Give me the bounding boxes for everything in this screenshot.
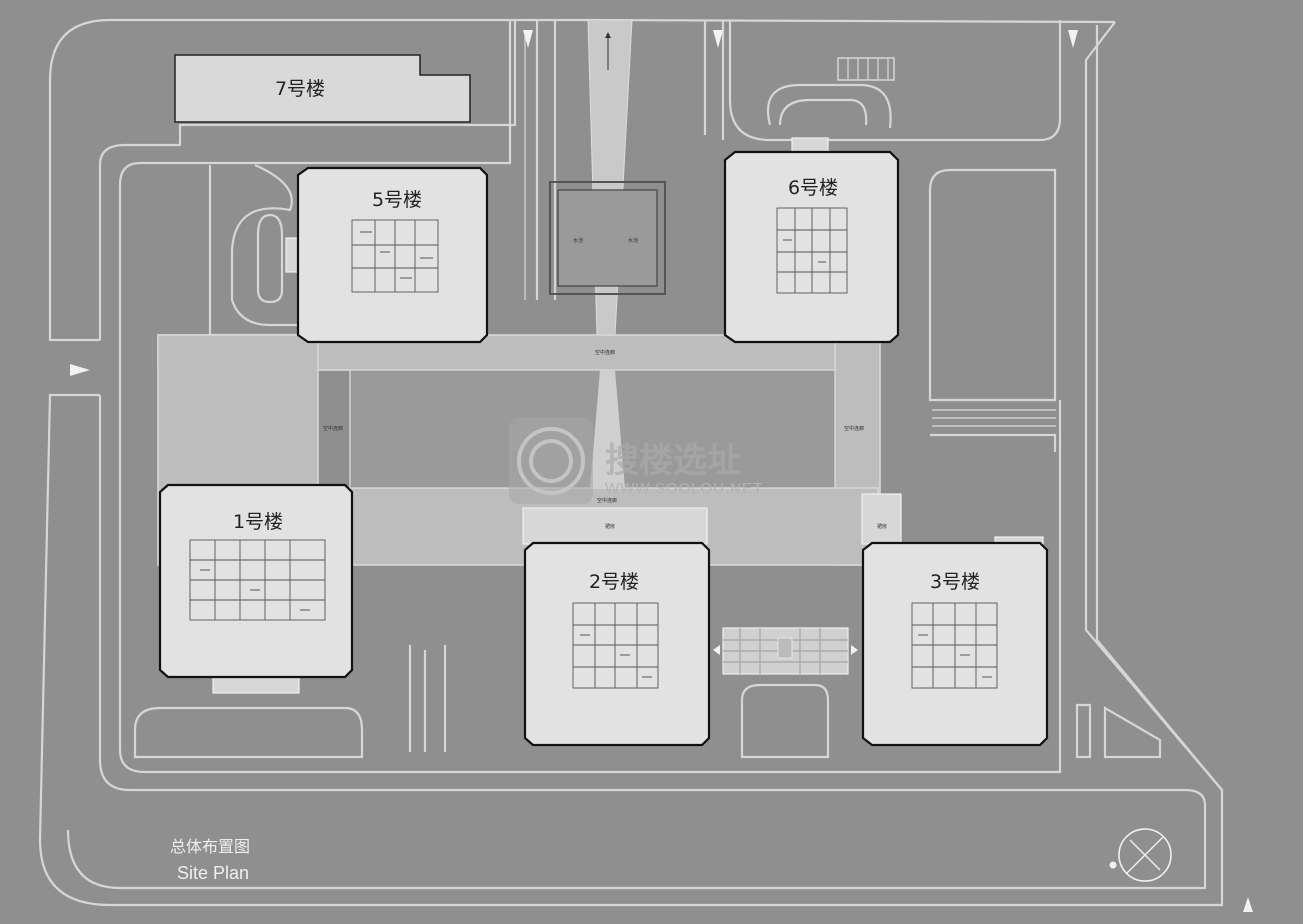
building-3-label: 3号楼 [930,571,980,593]
building-1[interactable]: 1号楼 [158,483,354,694]
arrow-top-mid [713,30,723,48]
building-3[interactable]: 裙房 3号楼 [861,493,1049,747]
road-network [38,18,1224,907]
arrow-bridge-left [713,645,720,655]
building-3-floorplan [911,602,998,689]
top-crosswalk [837,57,895,81]
building-1-floorplan [189,539,326,621]
building-5[interactable]: 5号楼 [285,166,489,344]
pool-label-right: 水池 [628,237,638,244]
watermark-url: WWW.SOOLOU.NET [605,480,763,497]
building-5-floorplan [351,219,439,293]
corridor-label-right: 空中连廊 [844,425,864,432]
pool-label-left: 水池 [573,237,583,244]
link-bridge [722,627,849,675]
corridor-label-left: 空中连廊 [323,425,343,432]
arrow-top-right [1068,30,1078,48]
watermark-name: 搜楼选址 [605,441,741,481]
arrow-bottom-exit [1243,897,1253,912]
building-2-label: 2号楼 [589,571,639,593]
building-1-label: 1号楼 [233,511,283,533]
traffic-arrows [70,30,1253,912]
arrow-bridge-right [851,645,858,655]
annex-label-3: 裙房 [877,523,887,530]
plan-title: 总体布置图 Site Plan [170,837,250,883]
building-6-label: 6号楼 [788,177,838,199]
building-7-label: 7号楼 [275,78,325,100]
building-6-floorplan [776,207,848,294]
plan-title-cn: 总体布置图 [170,837,250,856]
arrow-left-entry [70,364,90,376]
annex-label-2: 裙房 [605,523,615,530]
building-6[interactable]: 6号楼 [723,137,900,344]
corridor-label-bottom: 空中连廊 [597,497,617,504]
building-7[interactable]: 7号楼 [174,54,471,123]
building-5-label: 5号楼 [372,189,422,211]
corridor-label-top: 空中连廊 [595,349,615,356]
building-2[interactable]: 裙房 2号楼 [522,507,711,747]
arrow-top-left [523,30,533,48]
building-2-floorplan [572,602,659,689]
compass-icon [1109,828,1172,882]
watermark: 搜楼选址 WWW.SOOLOU.NET [509,418,763,504]
plan-title-en: Site Plan [177,863,249,883]
